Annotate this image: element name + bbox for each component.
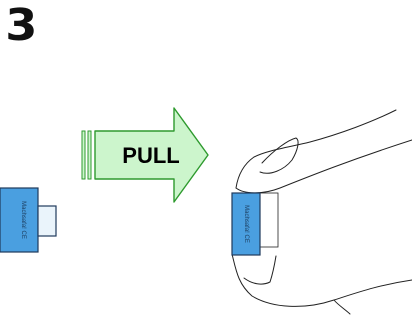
right-card-assembly: Machsafa! CE bbox=[231, 192, 279, 256]
pull-label: PULL bbox=[122, 143, 179, 168]
thumb-bottom-contour bbox=[235, 139, 412, 194]
right-card-label: Machsafa! CE bbox=[243, 205, 249, 243]
step-number: 3 bbox=[5, 0, 37, 51]
arrow-tail-bar-1 bbox=[81, 130, 86, 180]
thumb-top-contour bbox=[235, 109, 397, 189]
left-card-assembly: Machsafa! CE bbox=[0, 187, 57, 253]
right-card bbox=[231, 192, 261, 256]
left-card bbox=[0, 187, 39, 253]
arrow-tail-bar-2 bbox=[87, 130, 92, 180]
arrow-body bbox=[94, 107, 209, 203]
right-card-contact bbox=[259, 192, 279, 248]
left-card-label: Machsafa! CE bbox=[20, 201, 26, 239]
finger-crease bbox=[333, 299, 351, 315]
pull-arrow: PULL bbox=[81, 107, 209, 203]
left-card-contact bbox=[37, 205, 57, 237]
finger-bottom-contour bbox=[231, 253, 412, 307]
fingernail bbox=[243, 255, 277, 285]
thumbnail bbox=[259, 137, 299, 174]
